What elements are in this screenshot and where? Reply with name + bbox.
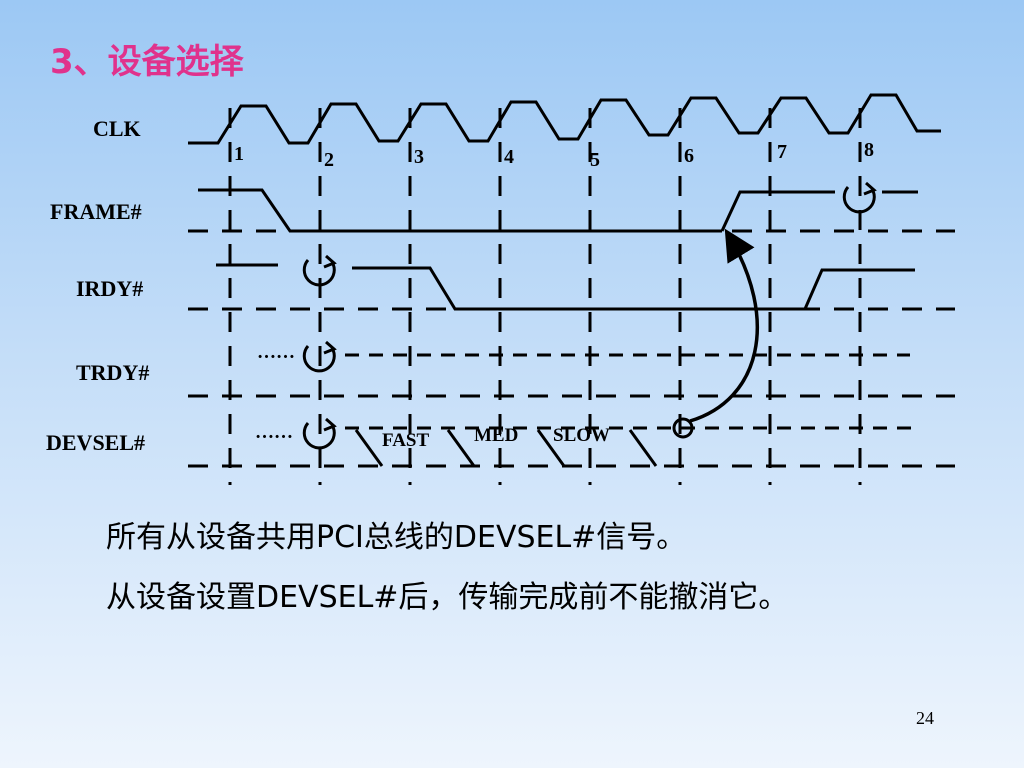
clock-edge-guides (228, 108, 862, 485)
devsel-ellipsis: …… (255, 422, 293, 443)
clock-number-8: 8 (864, 139, 874, 161)
devsel-label-slow: SLOW (553, 425, 610, 446)
clk-waveform (188, 93, 941, 145)
clock-number-6: 6 (684, 145, 694, 167)
frame-waveform (188, 188, 955, 233)
clock-number-7: 7 (777, 141, 787, 163)
turnaround-cycle-icon (842, 181, 877, 214)
clock-number-1: 1 (234, 143, 244, 165)
signal-label-irdy: IRDY# (76, 276, 143, 301)
devsel-assert-point (672, 417, 694, 439)
devsel-label-fast: FAST (382, 430, 429, 451)
signal-label-trdy: TRDY# (76, 360, 149, 385)
trdy-ellipsis: …… (257, 342, 295, 363)
signal-label-clk: CLK (93, 116, 141, 141)
clock-number-4: 4 (504, 146, 514, 168)
clock-number-3: 3 (414, 146, 424, 168)
turnaround-cycle-icon (302, 340, 337, 373)
signal-label-devsel: DEVSEL# (46, 430, 145, 455)
page-number: 24 (916, 708, 934, 728)
turnaround-cycle-icon (302, 254, 337, 287)
trdy-waveform (188, 353, 955, 398)
clock-number-2: 2 (324, 149, 334, 171)
signal-label-frame: FRAME# (50, 199, 142, 224)
devsel-to-frame-arrow (689, 228, 759, 423)
turnaround-cycle-icon (302, 417, 337, 450)
clock-number-5: 5 (590, 149, 600, 171)
irdy-waveform (188, 263, 955, 311)
devsel-waveform (188, 426, 955, 468)
devsel-label-med: MED (474, 425, 518, 446)
caption-line-2: 从设备设置DEVSEL#后，传输完成前不能撤消它。 (106, 580, 789, 615)
caption-line-1: 所有从设备共用PCI总线的DEVSEL#信号。 (106, 520, 687, 555)
slide-title: 3、设备选择 (50, 42, 244, 82)
